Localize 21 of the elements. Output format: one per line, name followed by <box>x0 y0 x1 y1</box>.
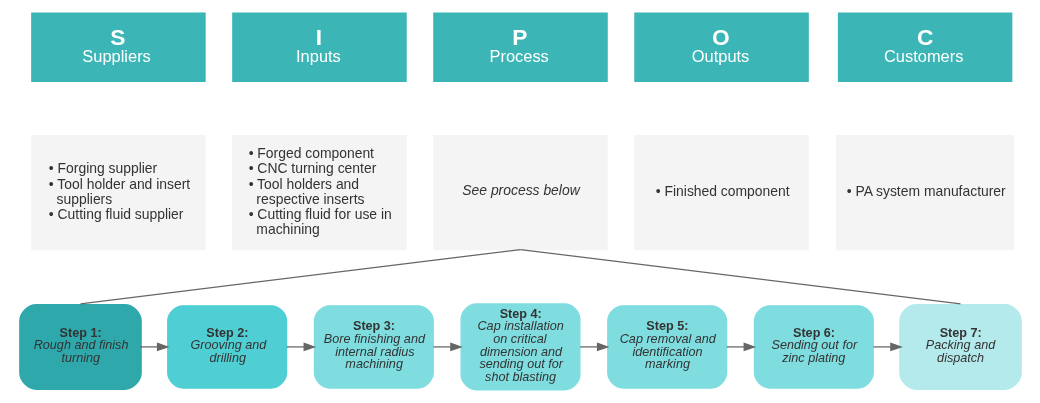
node-box: Step 1: Rough and finish turning <box>18 303 142 390</box>
connector <box>519 248 961 305</box>
node-box: O Outputs <box>633 12 809 82</box>
arrow <box>432 342 463 352</box>
arrow <box>285 342 316 352</box>
node-box: Step 2: Grooving and drilling <box>166 305 287 389</box>
node-box: Step 6: Sending out for zinc plating <box>753 305 874 389</box>
connector <box>79 248 521 305</box>
node-box: See process below <box>432 135 608 251</box>
arrow <box>872 342 903 352</box>
node-box: Step 3: Bore finishing and internal radius machining <box>313 305 434 389</box>
node-box: Step 5: Cap removal and identification marking <box>606 305 727 389</box>
node-box: C Customers <box>837 12 1012 82</box>
node-box: S Suppliers <box>30 12 206 82</box>
node-box: I Inputs <box>231 12 407 82</box>
arrow <box>578 342 610 352</box>
node-box: Step 4: Cap installation on critical dimension and sending out for shot blasting <box>459 303 581 391</box>
arrow <box>725 342 756 352</box>
node-box: P Process <box>432 12 608 82</box>
node-box: Step 7: Packing and dispatch <box>898 303 1022 390</box>
arrow <box>138 342 170 352</box>
